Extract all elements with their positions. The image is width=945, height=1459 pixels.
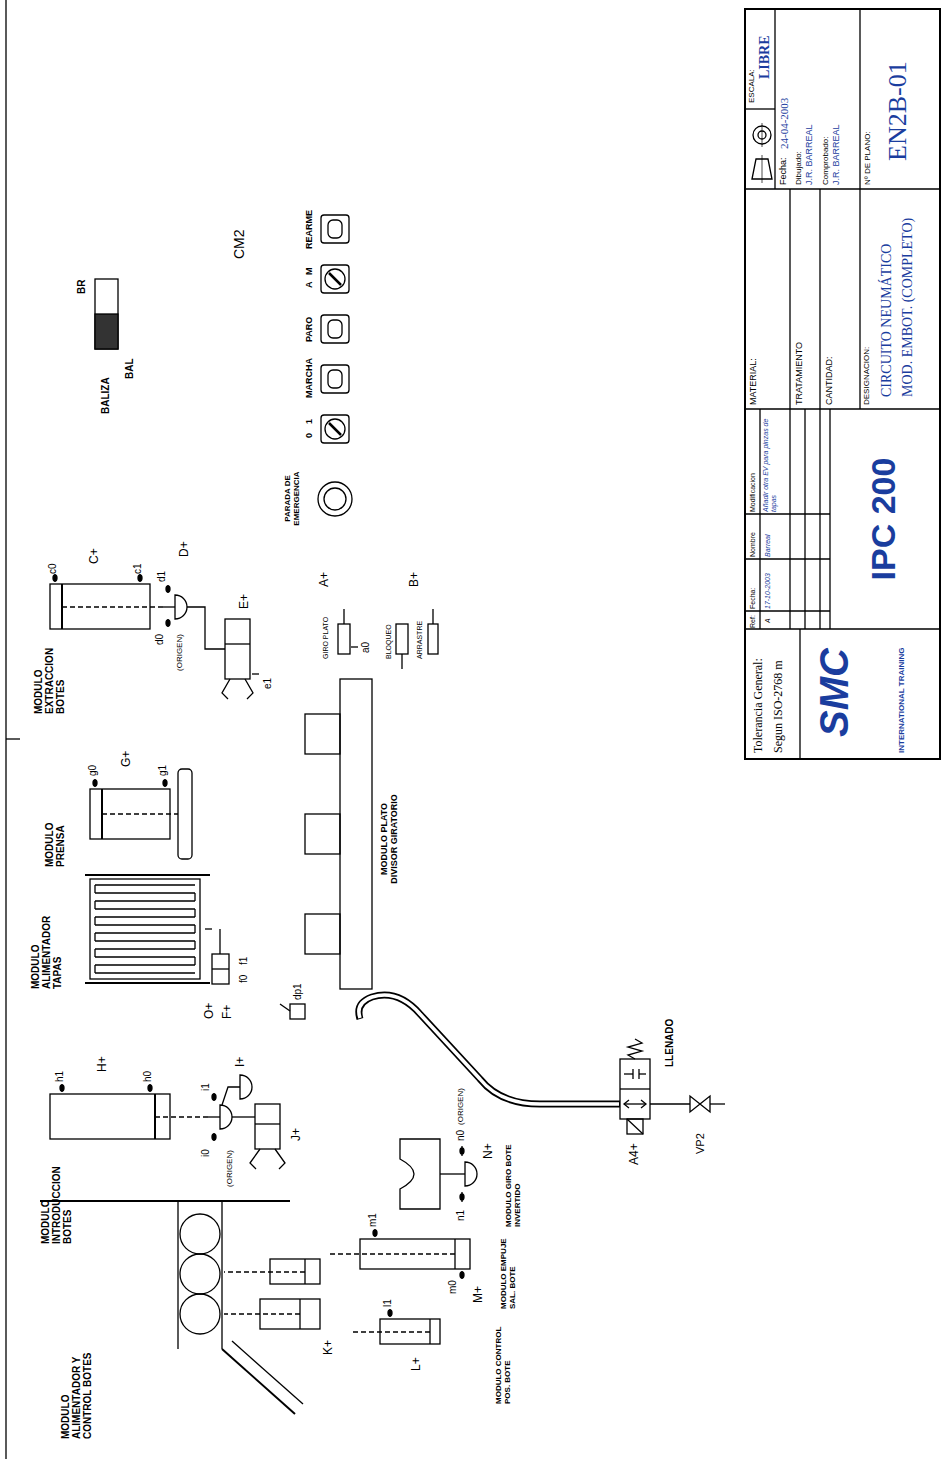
- sensor-label: c1: [132, 563, 143, 574]
- sensor-label: f0: [238, 975, 249, 983]
- actuator-label: M+: [472, 1286, 485, 1303]
- origin-note: (ORIGEN): [226, 1150, 235, 1187]
- button-label: PARO: [305, 317, 315, 342]
- button-label: A: [305, 282, 315, 289]
- drawing-number: EN2B-01: [884, 61, 913, 161]
- module-label: MODULO EMPUJE SAL. BOTE: [500, 1234, 518, 1309]
- sensor-label: d1: [156, 571, 167, 582]
- actuator-label: D+: [178, 541, 191, 557]
- button-label: 0: [305, 433, 315, 438]
- sensor-label: d0: [154, 634, 165, 645]
- module-label: MODULO EXTRACCION BOTES: [33, 634, 66, 714]
- button-label: 1: [305, 419, 315, 424]
- actuator-label: O+: [203, 1003, 216, 1019]
- actuator-label: A4+: [628, 1143, 641, 1165]
- sensor-label: n1: [455, 1210, 466, 1221]
- sensor-label: n0: [455, 1130, 466, 1141]
- drawing-title: IPC 200: [865, 409, 902, 629]
- table-cell: Modificacion: [749, 473, 757, 512]
- cylinder-label: BLOQUEO: [385, 624, 393, 659]
- beacon-label: BAL: [124, 358, 135, 379]
- module-label: MODULO PRENSA: [44, 797, 66, 867]
- title-block-value: J.R. BARREAL: [832, 124, 842, 185]
- sensor-label: g0: [87, 765, 98, 776]
- actuator-label: H+: [96, 1056, 109, 1072]
- sensor-label: dp1: [292, 983, 303, 1000]
- table-cell: 17-10-2003: [764, 573, 772, 609]
- actuator-label: E+: [238, 594, 251, 609]
- company-logo: INTERNATIONAL TRAINING: [898, 648, 907, 753]
- button-label: M: [305, 268, 315, 276]
- table-cell: Nombre: [749, 532, 757, 557]
- cylinder-label: ARRASTRE: [416, 621, 424, 659]
- title-block-text: ESCALA:: [748, 69, 757, 103]
- actuator-label: C+: [88, 548, 101, 564]
- sensor-label: a0: [360, 642, 371, 653]
- actuator-label: G+: [120, 751, 133, 767]
- table-cell: A: [764, 618, 772, 623]
- title-block-text: Nº DE PLANO:: [864, 131, 873, 185]
- sensor-label: m0: [447, 1280, 458, 1294]
- function-label: LLENADO: [664, 1019, 675, 1067]
- title-block-value: 24-04-2003: [778, 98, 790, 149]
- valve-label: VP2: [694, 1133, 706, 1154]
- title-block-text: Comprobado:: [822, 137, 831, 185]
- actuator-label: I+: [234, 1057, 247, 1067]
- table-cell: Añadir otra EV para pinzas de tapas: [762, 412, 777, 512]
- origin-note: (ORIGEN): [176, 634, 185, 671]
- sensor-label: e1: [262, 678, 273, 689]
- module-label: MODULO ALIMENTADOR TAPAS: [30, 889, 63, 989]
- title-block-text: Segun ISO-2768 m: [772, 660, 785, 753]
- actuator-label: L+: [410, 1357, 423, 1371]
- origin-note: (ORIGEN): [457, 1088, 466, 1125]
- actuator-label: B+: [408, 572, 421, 587]
- module-label: MODULO INTRODUCCION BOTES: [40, 1154, 73, 1244]
- table-cell: Ref:: [749, 615, 757, 628]
- table-cell: Barreal: [764, 534, 772, 557]
- module-label: MODULO CONTROL POS. BOTE: [495, 1324, 513, 1404]
- beacon-label: BALIZA: [100, 377, 111, 414]
- actuator-label: A+: [318, 572, 331, 587]
- sensor-label: h0: [142, 1071, 153, 1082]
- title-block-value: LIBRE: [757, 35, 772, 79]
- title-block-value: J.R. BARREAL: [805, 124, 815, 185]
- designation-text: MOD. EMBOT. (COMPLETO): [900, 218, 915, 397]
- sensor-label: h1: [54, 1071, 65, 1082]
- button-label: PARADA DE EMERGENCIA: [284, 461, 302, 536]
- module-label: MODULO PLATO DIVISOR GIRATORIO: [380, 784, 400, 894]
- title-block-text: Tolerancia General:: [752, 658, 765, 753]
- title-block-text: MATERIAL:: [749, 358, 759, 405]
- company-logo: SMC: [812, 648, 856, 737]
- cylinder-label: GIRO PLATO: [322, 617, 330, 659]
- actuator-label: K+: [322, 1340, 335, 1355]
- module-label: MODULO ALIMENTADOR Y CONTROL BOTES: [60, 1349, 93, 1439]
- button-label: MARCHA: [305, 358, 315, 398]
- actuator-label: F+: [221, 1005, 234, 1019]
- button-label: REARME: [305, 210, 315, 249]
- title-block-text: Fecha:: [779, 157, 789, 185]
- table-cell: Fecha:: [749, 588, 757, 609]
- sensor-label: c0: [47, 563, 58, 574]
- title-block-text: Dibujado:: [795, 151, 804, 185]
- actuator-label: N+: [482, 1143, 495, 1159]
- actuator-label: J+: [290, 1128, 303, 1141]
- sensor-label: m1: [367, 1213, 378, 1227]
- sensor-label: l1: [382, 1299, 393, 1307]
- module-label: MODULO GIRO BOTE INVERTIDO: [505, 1137, 523, 1227]
- title-block-text: TRATAMIENTO: [795, 342, 805, 405]
- panel-label: CM2: [232, 229, 247, 259]
- sensor-label: f1: [238, 957, 249, 965]
- sensor-label: i1: [200, 1083, 211, 1091]
- title-block-text: DESIGNACION:: [863, 347, 872, 405]
- title-block-text: CANTIDAD:: [825, 356, 835, 405]
- designation-text: CIRCUITO NEUMÁTICO: [879, 244, 894, 397]
- sensor-label: i0: [200, 1149, 211, 1157]
- beacon-label: BR: [76, 280, 87, 294]
- sensor-label: g1: [157, 765, 168, 776]
